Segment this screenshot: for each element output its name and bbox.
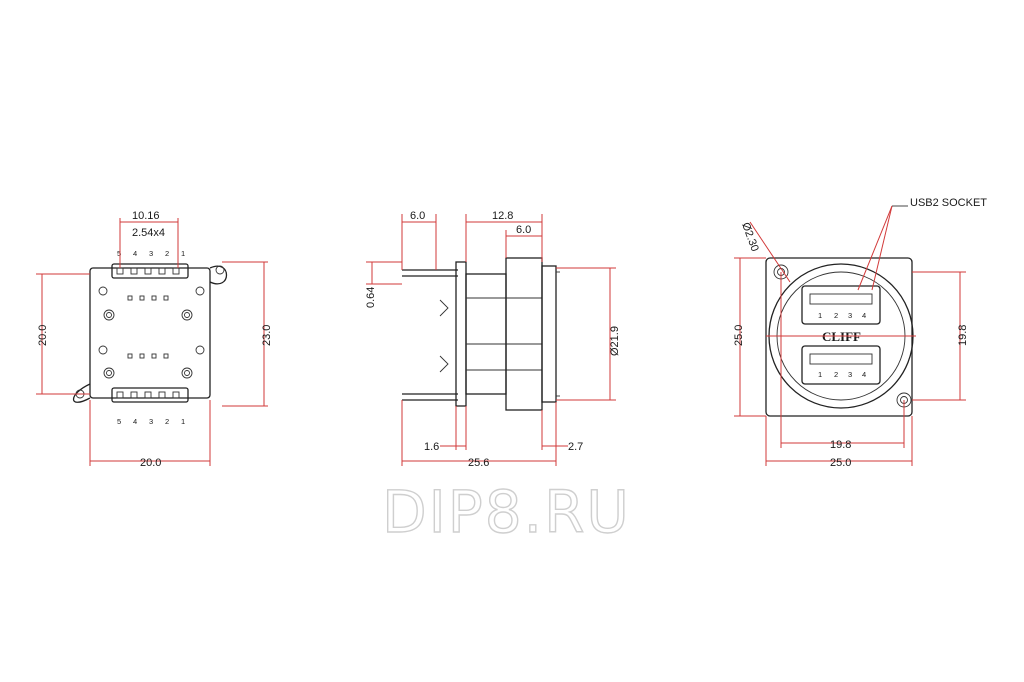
usb-upper-pin-2: 2 — [834, 311, 838, 320]
usb-port-upper: 1 2 3 4 — [801, 285, 881, 325]
rear-width-dim: 25.0 — [830, 457, 851, 469]
panel-thickness-dim: 1.6 — [424, 441, 439, 453]
hole-spacing-horizontal-dim: 19.8 — [830, 439, 851, 451]
pin-number-top-4: 4 — [133, 249, 137, 258]
hole-spacing-vertical-dim: 19.8 — [957, 325, 969, 346]
pin-number-bottom-1: 1 — [181, 417, 185, 426]
usb-upper-pin-4: 4 — [862, 311, 866, 320]
pin-number-top-2: 2 — [165, 249, 169, 258]
usb-lower-pin-1: 1 — [818, 370, 822, 379]
pitch-dimension: 10.16 — [132, 210, 160, 222]
side-view: 6.0 12.8 6.0 0.64 Ø21.9 1.6 2.7 — [365, 210, 621, 469]
pin-number-bottom-3: 3 — [149, 417, 153, 426]
side-dimensions: 6.0 12.8 6.0 0.64 Ø21.9 1.6 2.7 — [365, 210, 621, 469]
usb-lower-pin-3: 3 — [848, 370, 852, 379]
usb-upper-pin-3: 3 — [848, 311, 852, 320]
pitch-spacing-label: 2.54x4 — [132, 227, 165, 239]
rear-height-dim: 25.0 — [733, 325, 745, 346]
body-depth-dim: 12.8 — [492, 210, 513, 222]
front-thickness-dim: 2.7 — [568, 441, 583, 453]
pin-number-top-1: 1 — [181, 249, 185, 258]
front-top-pins — [116, 267, 180, 275]
front-dimensions: 10.16 2.54x4 20.0 23.0 20.0 — [36, 210, 273, 469]
hole-diameter-dim: Ø2.30 — [739, 221, 761, 253]
front-width: 20.0 — [140, 457, 161, 469]
pin-length-dim: 6.0 — [410, 210, 425, 222]
pin-number-bottom-2: 2 — [165, 417, 169, 426]
front-height-inner: 20.0 — [37, 325, 49, 346]
front-bottom-pins — [116, 391, 180, 399]
pin-number-top-3: 3 — [149, 249, 153, 258]
usb-upper-pin-1: 1 — [818, 311, 822, 320]
front-contact-dots — [127, 295, 169, 359]
pin-dia-dim: 0.64 — [365, 287, 377, 308]
total-depth-dim: 25.6 — [468, 457, 489, 469]
rear-dimensions: 25.0 19.8 19.8 25.0 — [733, 257, 969, 469]
flange-depth-dim: 6.0 — [516, 224, 531, 236]
usb-socket-label: USB2 SOCKET — [910, 197, 987, 209]
usb-port-lower: 1 2 3 4 — [801, 345, 881, 385]
pin-number-bottom-5: 5 — [117, 417, 121, 426]
front-view: 5 4 3 2 1 5 4 3 2 1 10.16 2.54x4 20.0 23… — [36, 210, 273, 469]
usb-lower-pin-4: 4 — [862, 370, 866, 379]
watermark-text: DIP8.RU — [382, 478, 631, 546]
pin-number-bottom-4: 4 — [133, 417, 137, 426]
front-height-outer: 23.0 — [261, 325, 273, 346]
body-diameter-dim: Ø21.9 — [609, 326, 621, 356]
usb-lower-pin-2: 2 — [834, 370, 838, 379]
pin-number-top-5: 5 — [117, 249, 121, 258]
rear-view: 1 2 3 4 CLIFF 1 2 3 4 USB2 SOCKET Ø2.30 … — [733, 197, 987, 469]
